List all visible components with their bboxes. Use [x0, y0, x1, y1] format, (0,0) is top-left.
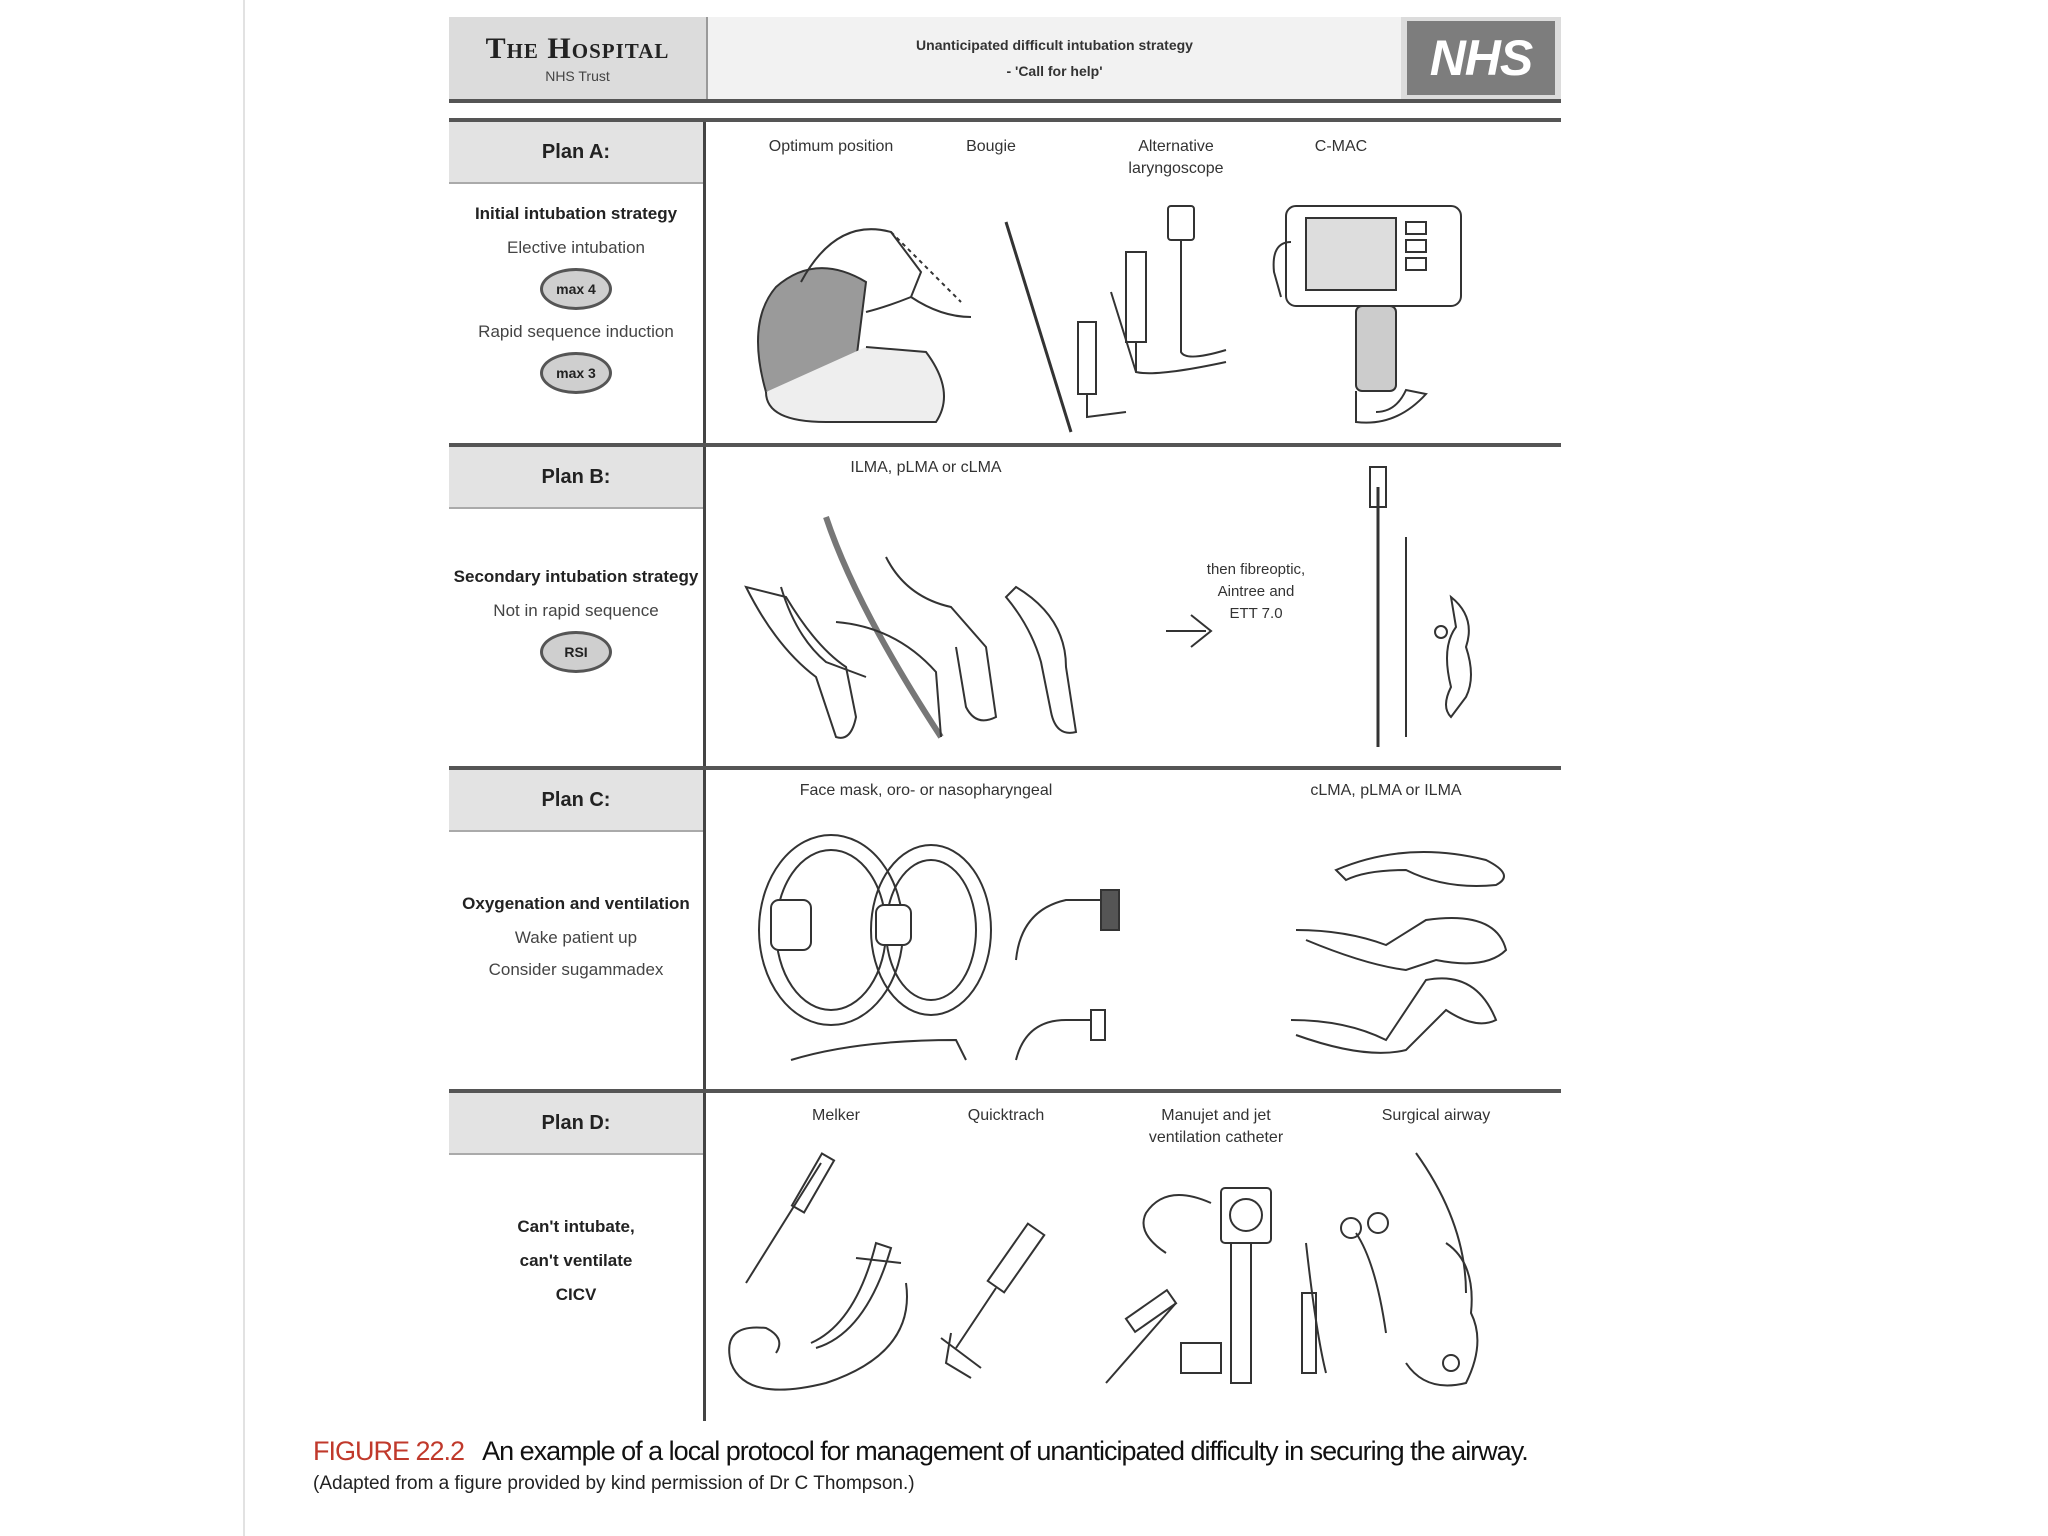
protocol-header: The Hospital NHS Trust Unanticipated dif…	[449, 17, 1561, 103]
plan-a-section: Plan A: Initial intubation strategy Elec…	[449, 118, 1561, 444]
label-optimum-position: Optimum position	[768, 138, 894, 155]
plan-a-description: Initial intubation strategy Elective int…	[449, 184, 703, 394]
plan-c-illustrations: Face mask, oro- or nasopharyngeal cLMA, …	[706, 770, 1561, 1090]
rsi-label: Rapid sequence induction	[478, 322, 674, 341]
label-manujet: Manujet and jet ventilation catheter	[1148, 1107, 1284, 1146]
label-surgical-airway: Surgical airway	[1381, 1107, 1491, 1124]
protocol-chart: The Hospital NHS Trust Unanticipated dif…	[449, 17, 1561, 1421]
plan-b-description: Secondary intubation strategy Not in rap…	[449, 509, 703, 673]
laryngoscope-icon	[1077, 205, 1227, 419]
label-melker: Melker	[811, 1107, 860, 1124]
plan-a-sidebar: Plan A: Initial intubation strategy Elec…	[449, 122, 706, 444]
nhs-logo-block: NHS	[1401, 17, 1561, 99]
label-quicktrach: Quicktrach	[967, 1107, 1045, 1124]
caption-main-line: FIGURE 22.2 An example of a local protoco…	[313, 1436, 1813, 1467]
face-mask-icon	[758, 834, 992, 1026]
hospital-name: The Hospital	[485, 32, 670, 65]
plan-a-illustrations: Optimum position Bougie Alternative lary…	[706, 122, 1561, 444]
nhs-logo: NHS	[1407, 21, 1555, 95]
plan-c-sidebar: Plan C: Oxygenation and ventilation Wake…	[449, 770, 706, 1090]
plan-b-title: Plan B:	[449, 447, 703, 509]
rsi-max-badge: max 3	[540, 352, 612, 394]
surgical-airway-icon	[1301, 1152, 1479, 1387]
label-lma-types: ILMA, pLMA or cLMA	[850, 459, 1002, 476]
label-alternative-laryngoscope: Alternative laryngoscope	[1128, 138, 1224, 177]
cmac-icon	[1272, 205, 1462, 424]
arrow-right-icon	[1166, 614, 1213, 648]
elective-label: Elective intubation	[507, 238, 645, 257]
plan-d-description: Can't intubate, can't ventilate CICV	[449, 1155, 703, 1307]
plan-d-section: Plan D: Can't intubate, can't ventilate …	[449, 1089, 1561, 1421]
plan-a-title: Plan A:	[449, 122, 703, 184]
cicv-line-2: can't ventilate	[519, 1251, 633, 1270]
plan-d-sidebar: Plan D: Can't intubate, can't ventilate …	[449, 1093, 706, 1421]
wake-patient-label: Wake patient up	[514, 928, 638, 947]
plan-c-section: Plan C: Oxygenation and ventilation Wake…	[449, 766, 1561, 1090]
plan-c-subtitle: Oxygenation and ventilation	[462, 894, 690, 913]
caption-text: An example of a local protocol for manag…	[482, 1436, 1529, 1466]
plan-b-note: Not in rapid sequence	[493, 601, 659, 620]
strategy-title: Unanticipated difficult intubation strat…	[708, 17, 1401, 99]
sugammadex-label: Consider sugammadex	[488, 960, 664, 979]
caption-attribution: (Adapted from a figure provided by kind …	[313, 1473, 915, 1494]
plan-d-drawing	[728, 1152, 1479, 1391]
patient-head-icon	[757, 228, 972, 423]
plan-b-illustrations: ILMA, pLMA or cLMA then fibreoptic, Aint…	[706, 447, 1561, 767]
manujet-icon	[1105, 1187, 1272, 1384]
figure-caption: FIGURE 22.2 An example of a local protoco…	[313, 1436, 1813, 1495]
strategy-line-2: - 'Call for help'	[1006, 63, 1103, 79]
lma-tubes-icon	[744, 516, 1078, 739]
label-bougie: Bougie	[966, 138, 1016, 155]
cicv-line-3: CICV	[555, 1285, 597, 1304]
page-margin-rule	[243, 0, 245, 1536]
plan-c-title: Plan C:	[449, 770, 703, 832]
plan-c-drawing	[758, 834, 1508, 1061]
rsi-badge: RSI	[540, 631, 612, 673]
plan-b-section: Plan B: Secondary intubation strategy No…	[449, 443, 1561, 767]
plan-d-title: Plan D:	[449, 1093, 703, 1155]
plan-a-subtitle: Initial intubation strategy	[474, 204, 678, 223]
melker-kit-icon	[728, 1152, 908, 1391]
label-lma-options: cLMA, pLMA or ILMA	[1310, 782, 1462, 799]
strategy-line-1: Unanticipated difficult intubation strat…	[916, 37, 1193, 53]
oropharyngeal-airway-icon	[790, 889, 1120, 1061]
plan-b-subtitle: Secondary intubation strategy	[453, 567, 699, 586]
label-face-mask: Face mask, oro- or nasopharyngeal	[799, 782, 1053, 799]
elective-max-badge: max 4	[540, 268, 612, 310]
plan-b-drawing	[744, 466, 1472, 747]
plan-d-illustrations: Melker Quicktrach Manujet and jet ventil…	[706, 1093, 1561, 1421]
trust-name: NHS Trust	[545, 68, 610, 84]
figure-number: FIGURE 22.2	[313, 1436, 465, 1466]
plan-b-sidebar: Plan B: Secondary intubation strategy No…	[449, 447, 706, 767]
lma-devices-icon	[1290, 851, 1508, 1054]
hospital-block: The Hospital NHS Trust	[449, 17, 708, 99]
cicv-line-1: Can't intubate,	[517, 1217, 635, 1236]
quicktrach-icon	[940, 1222, 1046, 1379]
plan-a-drawing	[757, 205, 1462, 433]
fibreoptic-scope-icon	[1369, 466, 1472, 747]
label-cmac: C-MAC	[1314, 138, 1368, 155]
plan-c-description: Oxygenation and ventilation Wake patient…	[449, 832, 703, 980]
bougie-icon	[1004, 221, 1073, 433]
fibreoptic-note: then fibreoptic, Aintree and ETT 7.0	[1206, 561, 1306, 622]
